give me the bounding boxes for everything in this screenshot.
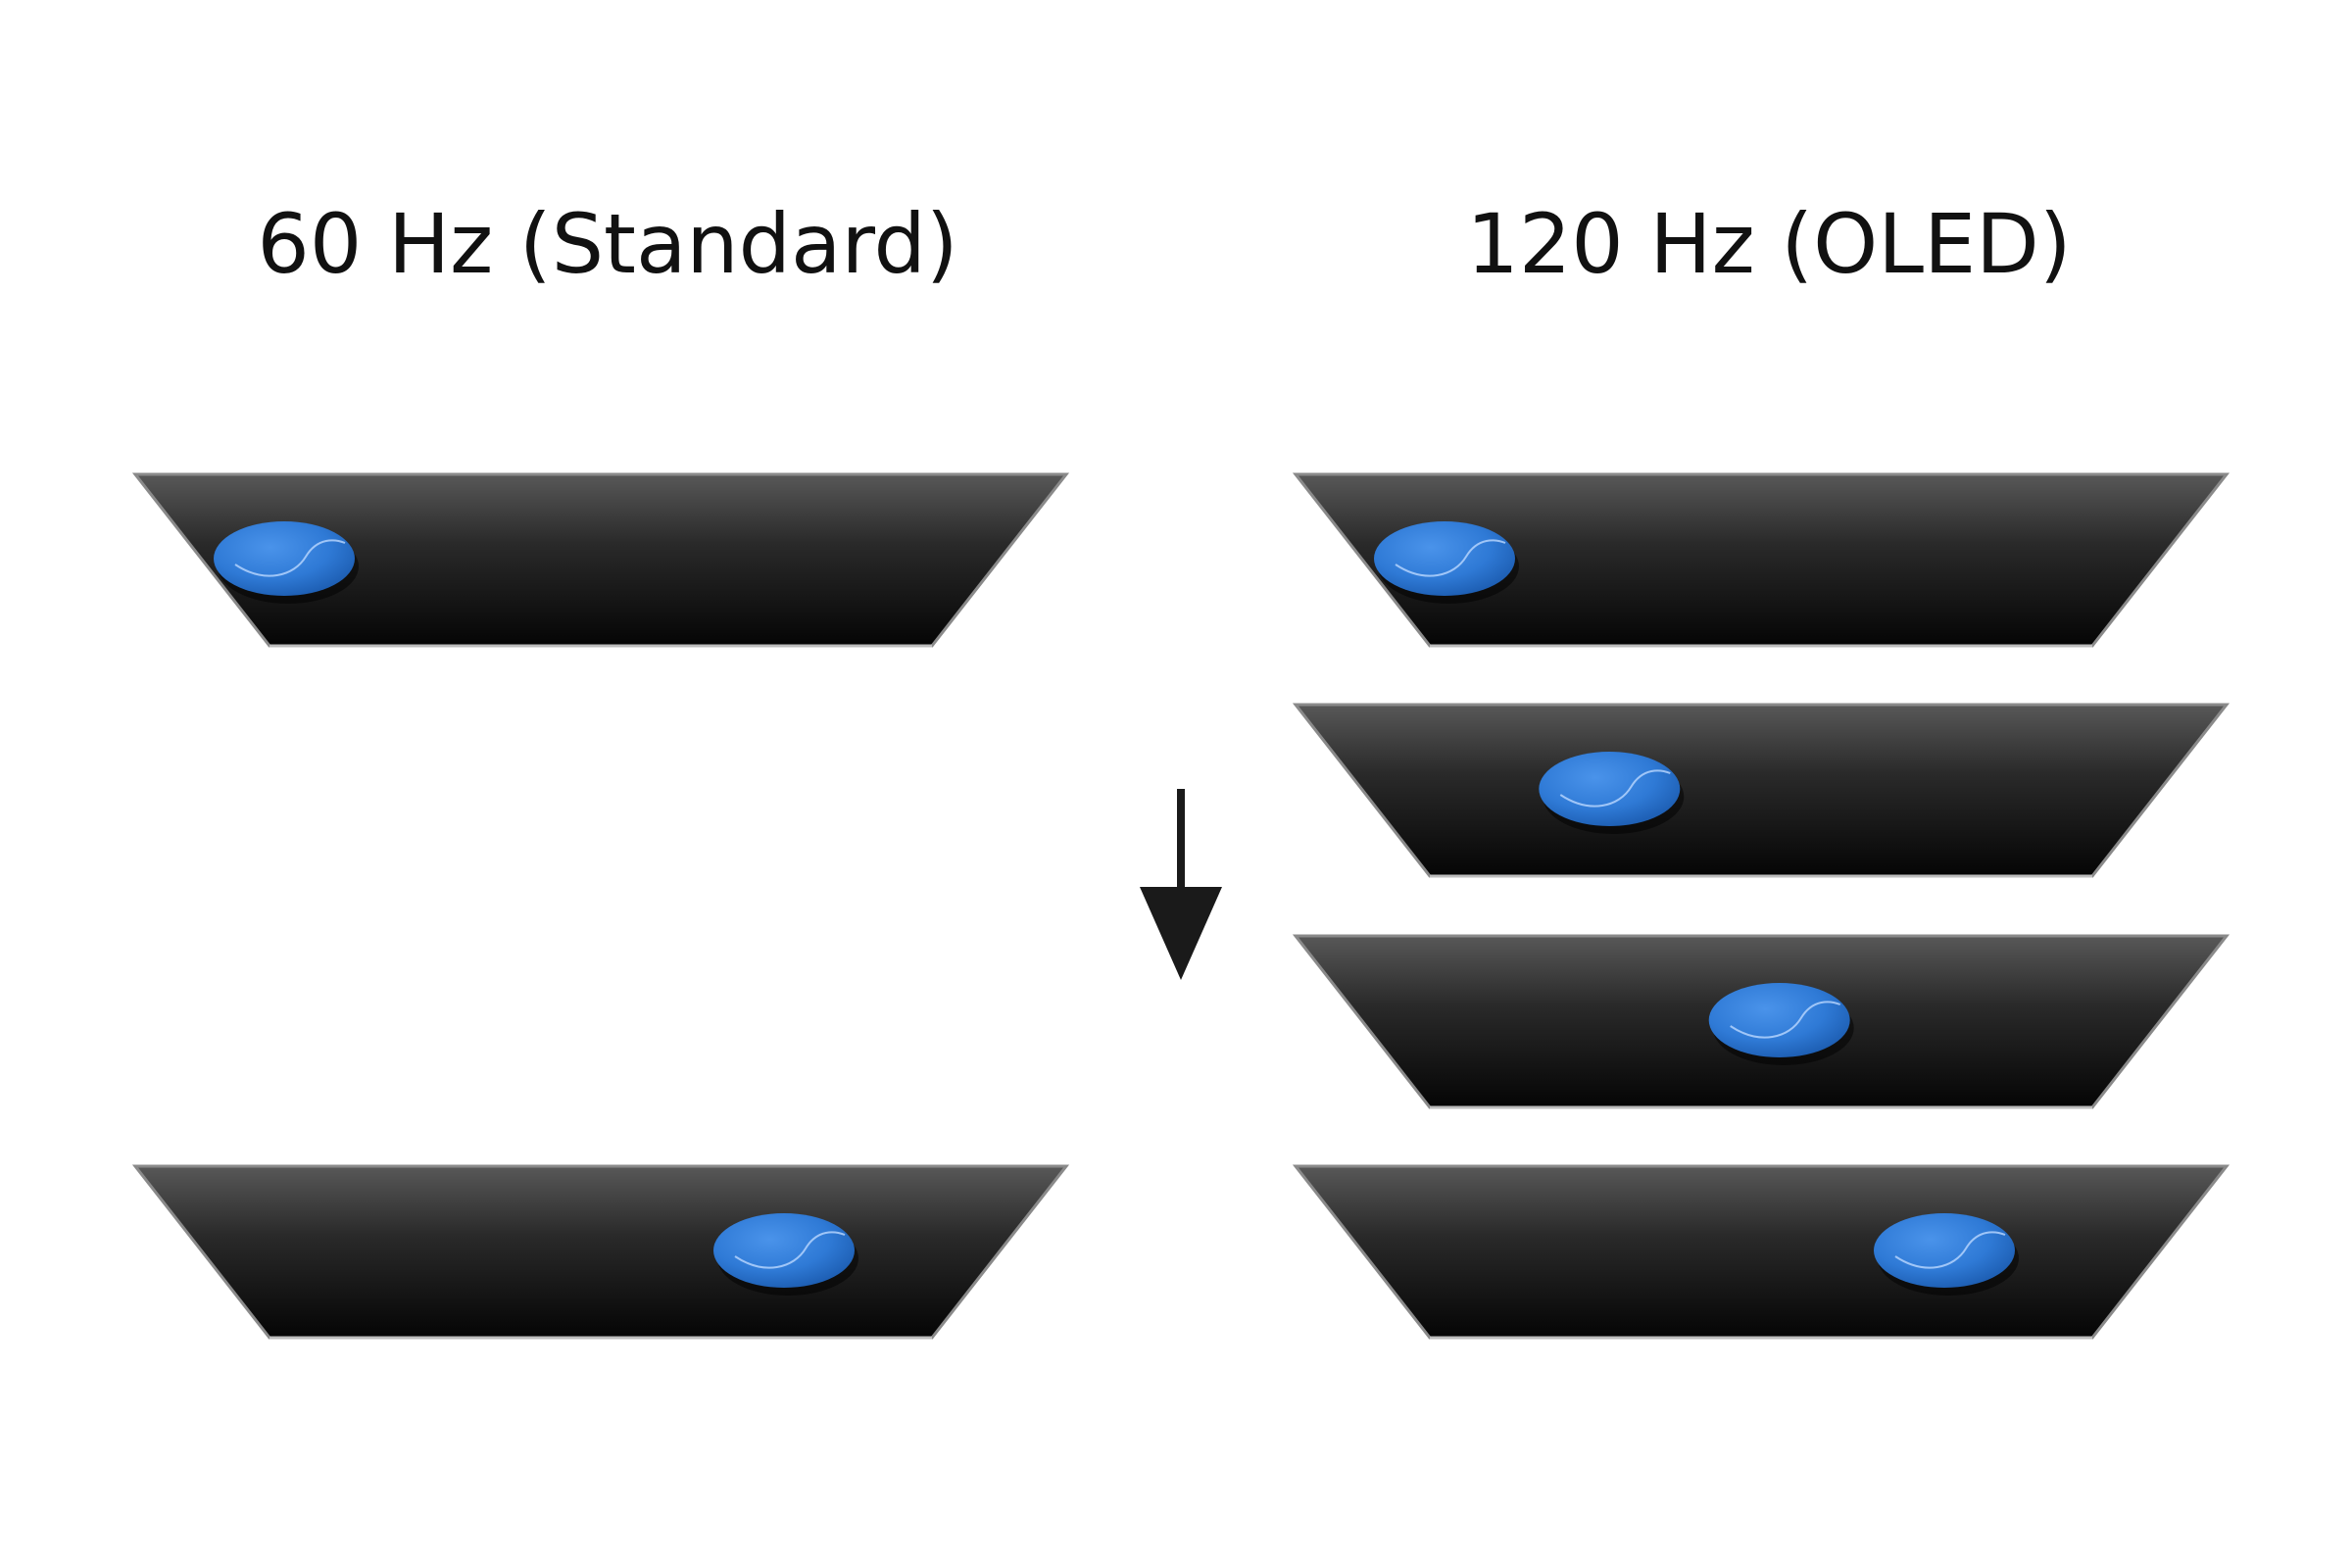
screen-surface [131,1164,1070,1340]
tv-screen-frame [1292,703,2230,878]
ball-icon [214,521,359,604]
screen-surface [1292,703,2230,878]
ball-icon [1374,521,1519,604]
tv-screen-frame [131,1164,1070,1340]
tv-screen-frame [1292,934,2230,1109]
heading-60hz: 60 Hz (Standard) [257,196,958,292]
ball-icon [1874,1213,2019,1296]
heading-120hz: 120 Hz (OLED) [1466,196,2072,292]
ball-icon [713,1213,858,1296]
ball-icon [1539,752,1685,834]
screen-surface [1292,1164,2230,1340]
tv-screen-frame [1292,472,2230,648]
arrow-down-icon [1140,789,1222,980]
tv-screen-frame [1292,1164,2230,1340]
ball-icon [1708,983,1854,1065]
tv-screen-frame [131,472,1070,648]
